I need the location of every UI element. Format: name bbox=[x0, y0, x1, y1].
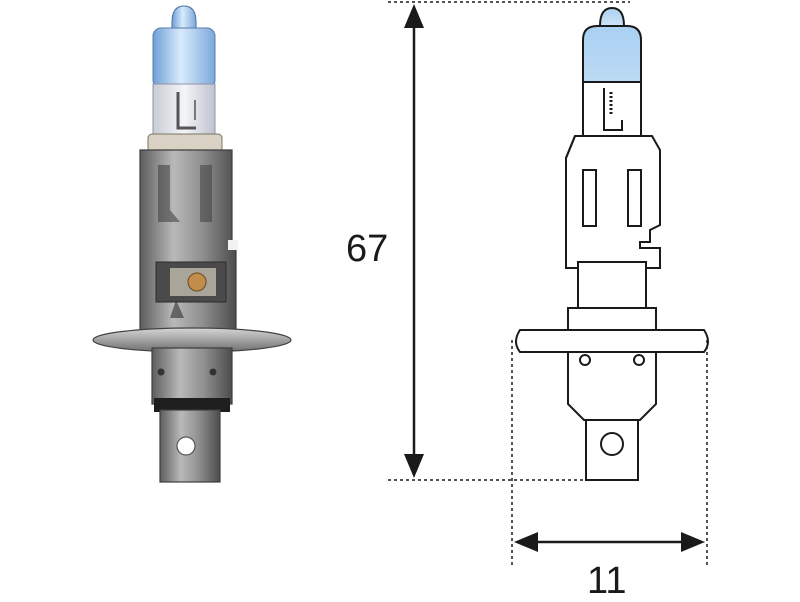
height-arrow-top bbox=[404, 4, 424, 28]
width-dimension bbox=[511, 340, 708, 566]
height-value-label: 67 bbox=[346, 228, 389, 270]
bulb-photo-icon bbox=[92, 5, 292, 483]
width-arrow-right bbox=[681, 532, 705, 552]
bulb-drawing-icon bbox=[515, 6, 709, 481]
height-dimension bbox=[388, 1, 630, 481]
height-arrow-bottom bbox=[404, 454, 424, 478]
width-arrow-left bbox=[514, 532, 538, 552]
width-value-label: 11 bbox=[587, 560, 627, 602]
